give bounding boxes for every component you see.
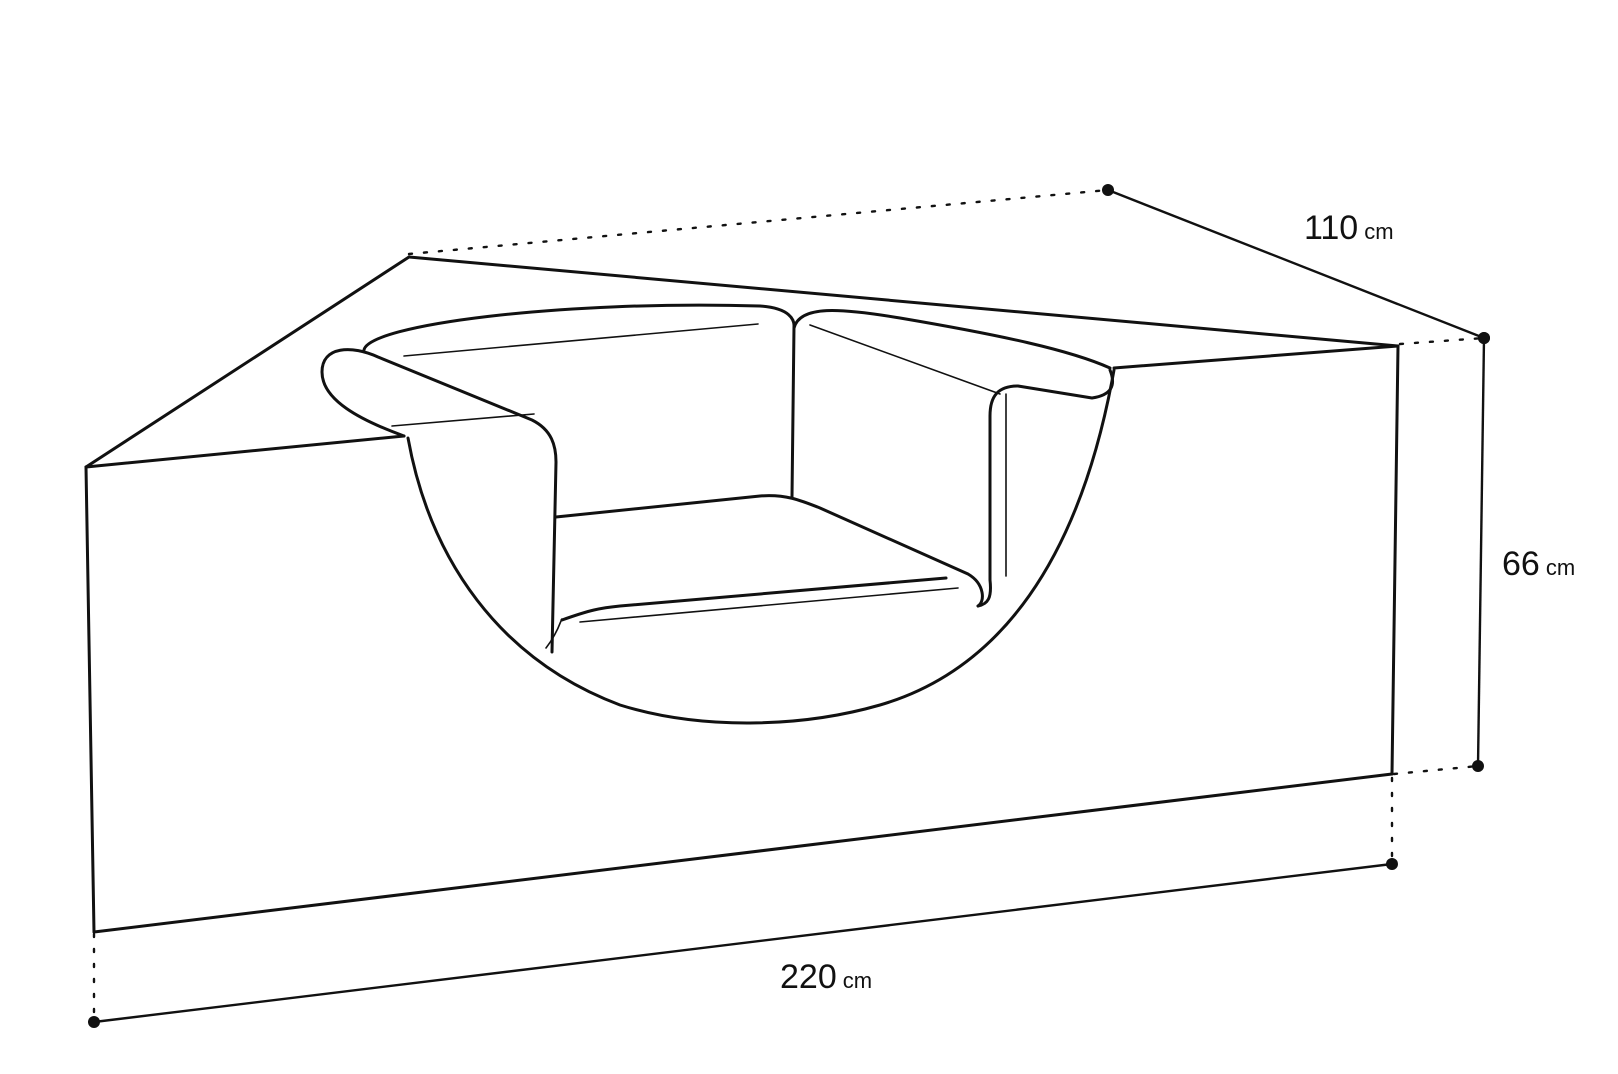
seat-cushion [554,494,984,623]
depth-unit: cm [1364,219,1394,244]
height-dimension-line [1476,337,1486,767]
seat-cushion-top [554,494,984,608]
left-back-cushion-top [362,303,796,352]
height-extension-bottom-dashed [1392,764,1480,776]
box-left-vertical-edge [84,465,96,934]
box-top-left-edge [84,255,411,469]
left-back-cushion-crease [403,323,759,357]
box-top-back-edge [407,255,1400,348]
right-armrest [976,368,1115,608]
seat-cutout-curve [406,368,1116,725]
depth-endpoint-dot [1102,184,1114,196]
sofa-box-outline [84,255,1400,934]
depth-value: 110 [1304,209,1359,247]
height-value: 66 [1502,545,1540,583]
box-front-top-right-edge [1112,344,1400,370]
height-endpoint-dot [1472,760,1484,772]
left-armrest-top [320,348,558,654]
left-armrest-crease [391,413,535,427]
box-right-vertical-edge [1390,344,1400,776]
depth-dimension [407,184,1490,344]
width-endpoint-dot [88,1016,100,1028]
width-dimension-line [93,862,1393,1024]
height-extension-top-dashed [1398,336,1486,346]
right-back-cushion-top [792,309,1112,370]
width-unit: cm [842,968,873,993]
width-endpoint-dot [1386,858,1398,870]
height-unit: cm [1545,555,1576,580]
depth-extension-dashed [407,188,1110,256]
height-endpoint-dot [1478,332,1490,344]
box-front-top-left-edge [84,434,406,469]
left-armrest [320,348,563,654]
seat-cushion-crease [579,587,959,623]
right-armrest-top [976,368,1115,608]
depth-dimension-line [1107,188,1485,340]
seat-cushion-front [560,576,948,622]
back-cushions [362,303,1112,499]
width-value: 220 [780,958,837,996]
right-back-cushion-crease [809,324,1001,395]
box-bottom-edge [92,772,1394,934]
width-dimension [88,776,1398,1028]
height-dimension [1392,332,1490,776]
back-cushion-divider [790,324,796,499]
